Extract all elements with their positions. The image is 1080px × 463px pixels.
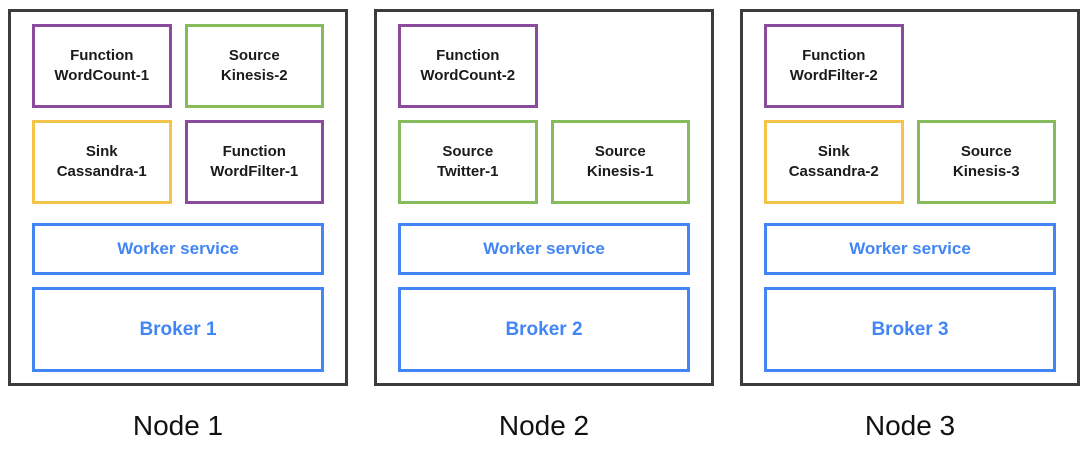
box-function-wordfilter-1: Function WordFilter-1 [184, 120, 324, 204]
node-3: Function WordFilter-2 Sink Cassandra-2 S… [740, 9, 1080, 442]
node-1: Function WordCount-1 Source Kinesis-2 Si… [8, 9, 348, 442]
node-2-box: Function WordCount-2 Source Twitter-1 So… [374, 9, 714, 386]
box-source-kinesis-3: Source Kinesis-3 [916, 120, 1056, 204]
box-function-wordcount-1: Function WordCount-1 [32, 24, 172, 108]
node-2-label: Node 2 [498, 410, 590, 441]
node-1-worker-service-box: Worker service [32, 223, 324, 275]
node-1-row-2: Sink Cassandra-1 Function WordFilter-1 [32, 120, 324, 204]
node-3-row-1: Function WordFilter-2 [764, 24, 1056, 108]
node-3-row-2: Sink Cassandra-2 Source Kinesis-3 [764, 120, 1056, 204]
nodes-row: Function WordCount-1 Source Kinesis-2 Si… [8, 9, 1080, 442]
node-3-box: Function WordFilter-2 Sink Cassandra-2 S… [740, 9, 1080, 386]
box-source-kinesis-1: Source Kinesis-1 [550, 120, 690, 204]
node-1-broker-box: Broker 1 [32, 287, 324, 372]
box-sink-cassandra-1: Sink Cassandra-1 [32, 120, 172, 204]
node-1-row-1: Function WordCount-1 Source Kinesis-2 [32, 24, 324, 108]
node-3-broker-box: Broker 3 [764, 287, 1056, 372]
node-2-row-2: Source Twitter-1 Source Kinesis-1 [398, 120, 690, 204]
node-2-broker-box: Broker 2 [398, 287, 690, 372]
node-2-row-1: Function WordCount-2 [398, 24, 690, 108]
box-source-twitter-1: Source Twitter-1 [398, 120, 538, 204]
node-3-worker-service-box: Worker service [764, 223, 1056, 275]
box-source-kinesis-2: Source Kinesis-2 [184, 24, 324, 108]
node-2: Function WordCount-2 Source Twitter-1 So… [374, 9, 714, 442]
box-function-wordfilter-2: Function WordFilter-2 [764, 24, 904, 108]
node-2-worker-service-box: Worker service [398, 223, 690, 275]
node-1-label: Node 1 [132, 410, 224, 441]
box-sink-cassandra-2: Sink Cassandra-2 [764, 120, 904, 204]
node-3-label: Node 3 [864, 410, 956, 441]
box-function-wordcount-2: Function WordCount-2 [398, 24, 538, 108]
node-1-box: Function WordCount-1 Source Kinesis-2 Si… [8, 9, 348, 386]
